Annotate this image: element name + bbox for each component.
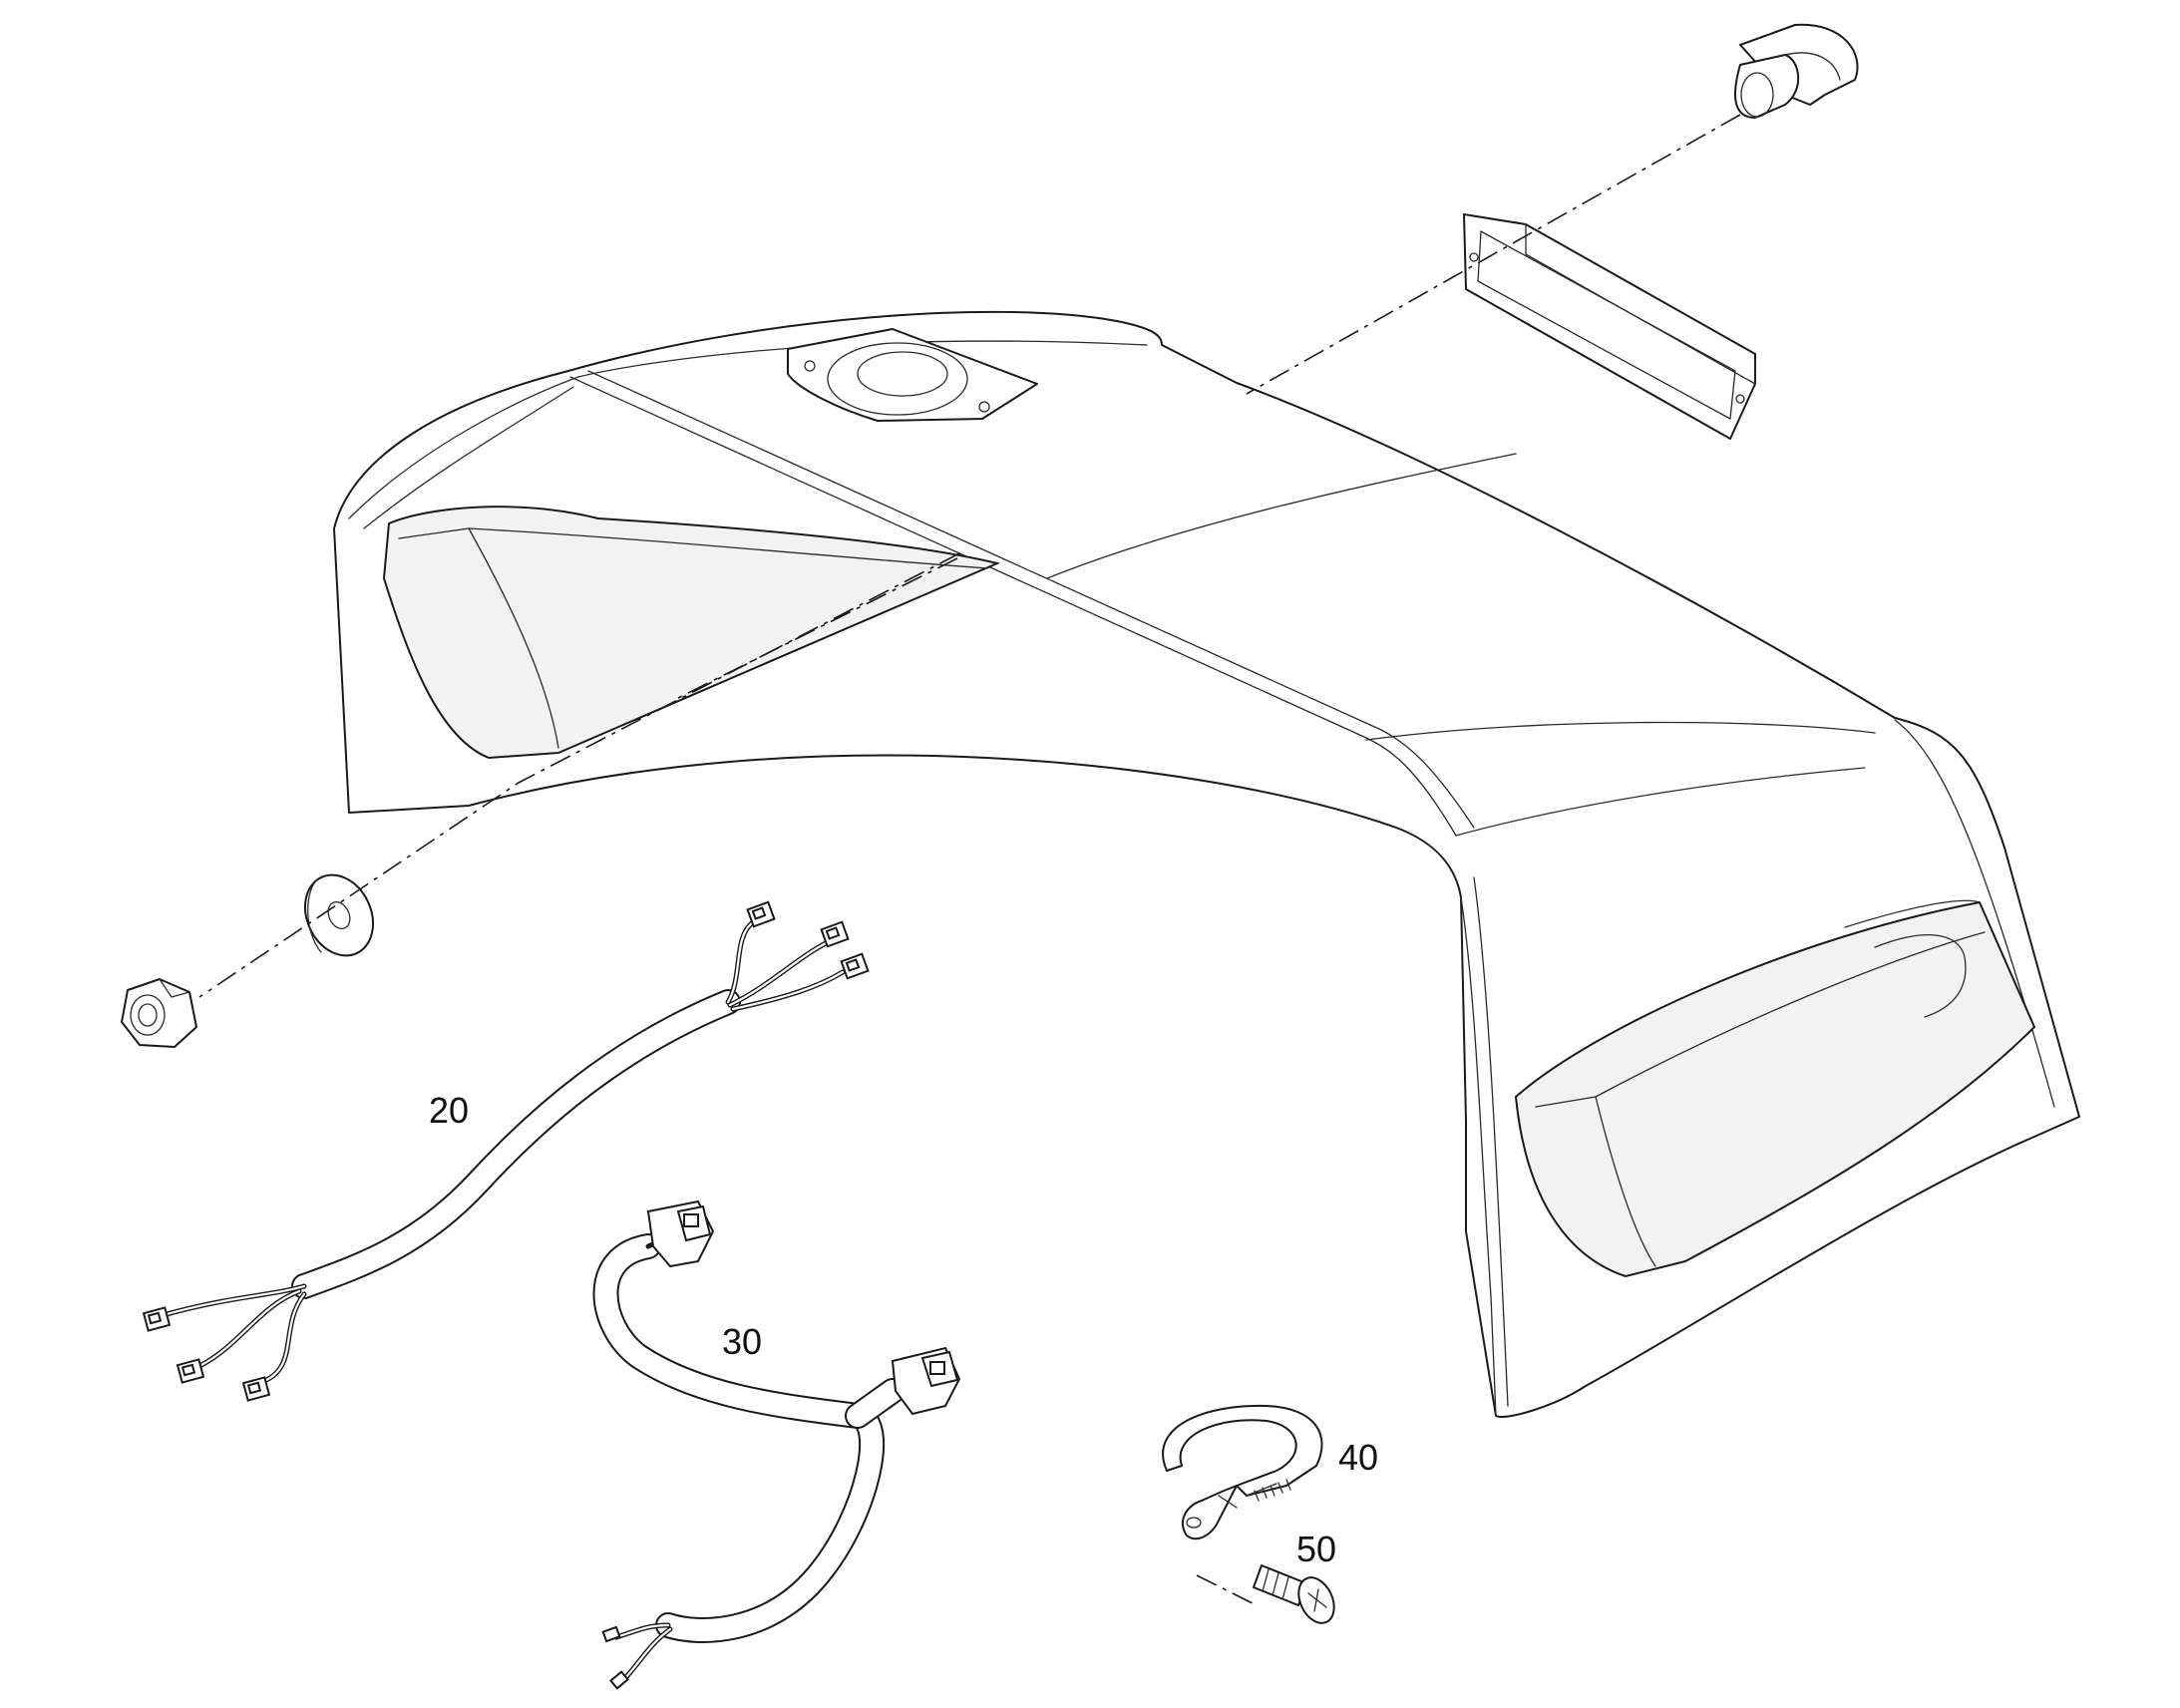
callout-labels: 20 30 40 50	[429, 1090, 1378, 1569]
connector-bottom-1	[142, 1306, 172, 1332]
terminal-2	[609, 1670, 629, 1690]
connector-top-3	[840, 952, 870, 980]
marker-light-lens	[1463, 213, 1756, 440]
hex-nut	[121, 978, 197, 1048]
roof-cover-panel	[333, 310, 2080, 1418]
terminal-1	[601, 1625, 621, 1643]
callout-30: 30	[722, 1321, 762, 1362]
washer	[303, 873, 375, 957]
connector-bottom-3	[241, 1376, 271, 1402]
cable-tie	[1162, 1404, 1323, 1540]
connector-top-1	[746, 900, 776, 928]
connector-top-2	[820, 920, 850, 948]
callout-40: 40	[1338, 1437, 1378, 1478]
connector-plug-lower	[891, 1346, 961, 1416]
assembly-centerlines	[198, 114, 1741, 1606]
hex-bolt	[1734, 23, 1859, 119]
connector-plug-upper	[646, 1199, 715, 1268]
callout-20: 20	[429, 1090, 469, 1131]
phillips-screw	[1253, 1564, 1335, 1624]
callout-50: 50	[1296, 1529, 1336, 1569]
wiring-harness-light	[592, 1199, 961, 1690]
wiring-harness-main	[142, 900, 870, 1402]
connector-bottom-2	[176, 1358, 205, 1384]
